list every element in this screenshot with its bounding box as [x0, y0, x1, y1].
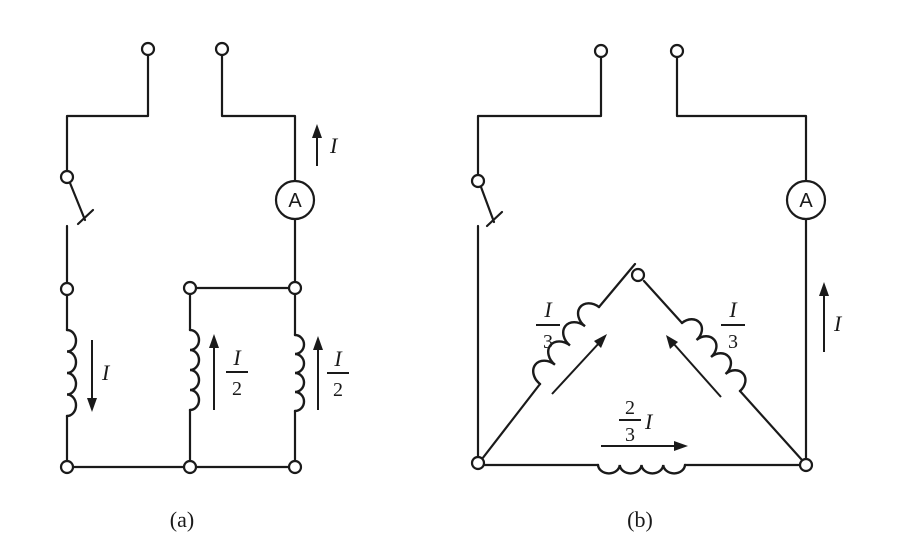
svg-text:3: 3	[543, 331, 553, 353]
b-terminal-top-right	[669, 43, 685, 59]
b-wire-tri-left	[480, 262, 637, 461]
svg-text:I: I	[543, 297, 553, 322]
b-terminal-apex	[630, 267, 646, 283]
b-switch-terminal-top	[470, 173, 486, 189]
a-arrow-left	[87, 340, 97, 412]
a-arrow-mid	[209, 334, 219, 410]
b-arrow-tri-bottom	[601, 441, 688, 451]
a-terminal-top-left	[140, 41, 156, 57]
a-wire-right-top	[220, 52, 297, 184]
a-current-mid-fraction: I 2	[226, 345, 248, 400]
b-coil-tri-right	[680, 318, 747, 393]
b-ammeter-circle	[785, 179, 827, 221]
b-arrow-tri-left	[551, 334, 607, 395]
b-current-tri-bottom-fraction: 2 3 I	[619, 397, 654, 446]
diagram-a: A I I I 2	[59, 41, 349, 532]
svg-text:I: I	[644, 409, 654, 434]
a-terminal-top-right	[214, 41, 230, 57]
b-terminal-top-left	[593, 43, 609, 59]
a-caption: (a)	[170, 507, 194, 532]
b-terminal-bottom-right	[798, 457, 814, 473]
a-switch-tick	[76, 208, 95, 226]
b-arrow-tri-right	[666, 335, 722, 398]
b-ammeter-label: A	[799, 190, 813, 212]
svg-text:2: 2	[625, 397, 635, 419]
b-caption: (b)	[627, 507, 653, 532]
b-coil-tri-bottom	[596, 463, 687, 475]
a-terminal-bottom-left	[59, 459, 75, 475]
svg-text:I: I	[232, 345, 242, 370]
a-ammeter-label: A	[288, 190, 302, 212]
b-wire-right-top	[675, 54, 808, 183]
svg-text:2: 2	[232, 378, 242, 400]
a-switch-terminal-bottom	[59, 281, 75, 297]
a-coil-left	[65, 328, 78, 418]
b-current-tri-right-fraction: I 3	[721, 297, 745, 353]
a-terminal-mid-top	[182, 280, 198, 296]
svg-text:2: 2	[333, 379, 343, 401]
b-wire-tri-right	[642, 279, 804, 462]
diagram-b: A I I 3	[470, 43, 843, 532]
b-arrow-right	[819, 282, 829, 352]
a-terminal-bottom-right	[287, 459, 303, 475]
b-terminal-bottom-left	[470, 455, 486, 471]
a-wire-left-top	[65, 52, 150, 174]
a-switch-blade	[68, 181, 87, 222]
a-ammeter-circle	[274, 179, 316, 221]
a-current-left-label: I	[101, 360, 111, 385]
b-coil-tri-left	[532, 302, 601, 386]
a-current-right-fraction: I 2	[327, 346, 349, 401]
a-arrow-top	[312, 124, 322, 166]
svg-text:I: I	[333, 346, 343, 371]
svg-text:3: 3	[728, 331, 738, 353]
a-coil-mid	[188, 328, 201, 412]
a-terminal-bottom-mid	[182, 459, 198, 475]
b-switch-blade	[479, 185, 496, 224]
svg-text:I: I	[728, 297, 738, 322]
b-current-tri-left-fraction: I 3	[536, 297, 560, 353]
a-switch-terminal-top	[59, 169, 75, 185]
b-current-right-label: I	[833, 311, 843, 336]
a-current-top-label: I	[329, 133, 339, 158]
a-coil-right	[293, 333, 306, 413]
svg-text:3: 3	[625, 424, 635, 446]
a-arrow-right	[313, 336, 323, 410]
b-switch-tick	[485, 210, 504, 228]
a-terminal-right-top	[287, 280, 303, 296]
b-wire-left-top	[476, 54, 603, 178]
